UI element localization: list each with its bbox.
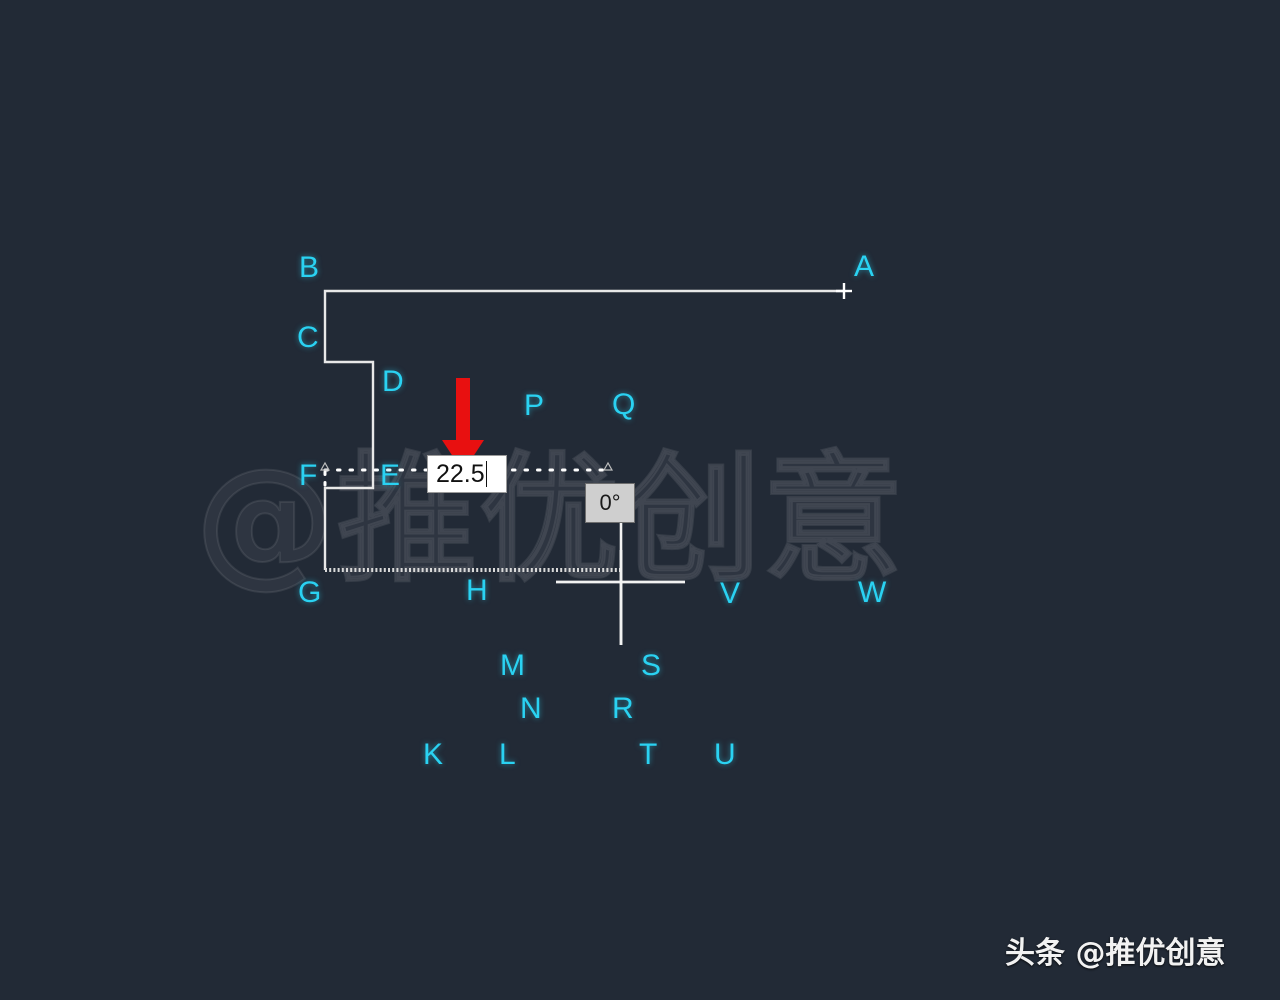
channel-logo: 头条 @推优创意: [1005, 936, 1226, 971]
solid-polyline-lower: [323, 470, 375, 570]
vertex-label-n: N: [520, 692, 542, 725]
distance-input[interactable]: 22.5: [427, 455, 507, 493]
red-annotation-arrow: [442, 378, 484, 472]
vertex-label-f: F: [299, 459, 318, 492]
vertex-label-r: R: [612, 692, 634, 725]
vertex-label-d: D: [382, 365, 404, 398]
vertex-label-b: B: [299, 251, 320, 284]
endpoint-cross-marker: [836, 283, 852, 299]
vertex-label-h: H: [466, 574, 488, 607]
crosshair-cursor[interactable]: [556, 550, 685, 645]
vertex-label-v: V: [720, 577, 741, 610]
vertex-label-k: K: [423, 738, 444, 771]
angle-input-value: 0°: [599, 490, 621, 515]
vertex-label-p: P: [524, 389, 545, 422]
angle-input[interactable]: 0°: [585, 483, 635, 523]
vertex-label-c: C: [297, 321, 319, 354]
vertex-label-e: E: [380, 459, 401, 492]
text-caret: [485, 461, 487, 487]
vertex-label-g: G: [298, 576, 322, 609]
vertex-label-q: Q: [612, 388, 636, 421]
osnap-marker-left: [319, 461, 331, 471]
osnap-marker-right: [602, 461, 614, 471]
vertex-label-l: L: [499, 738, 516, 771]
vertex-label-w: W: [858, 576, 887, 609]
vertex-label-t: T: [639, 738, 658, 771]
vertex-label-a: A: [854, 250, 875, 283]
vertex-label-s: S: [641, 649, 662, 682]
background-watermark: @推优创意: [194, 438, 905, 603]
vertex-label-u: U: [714, 738, 736, 771]
vertex-label-m: M: [500, 649, 525, 682]
distance-input-value: 22.5: [436, 459, 485, 488]
